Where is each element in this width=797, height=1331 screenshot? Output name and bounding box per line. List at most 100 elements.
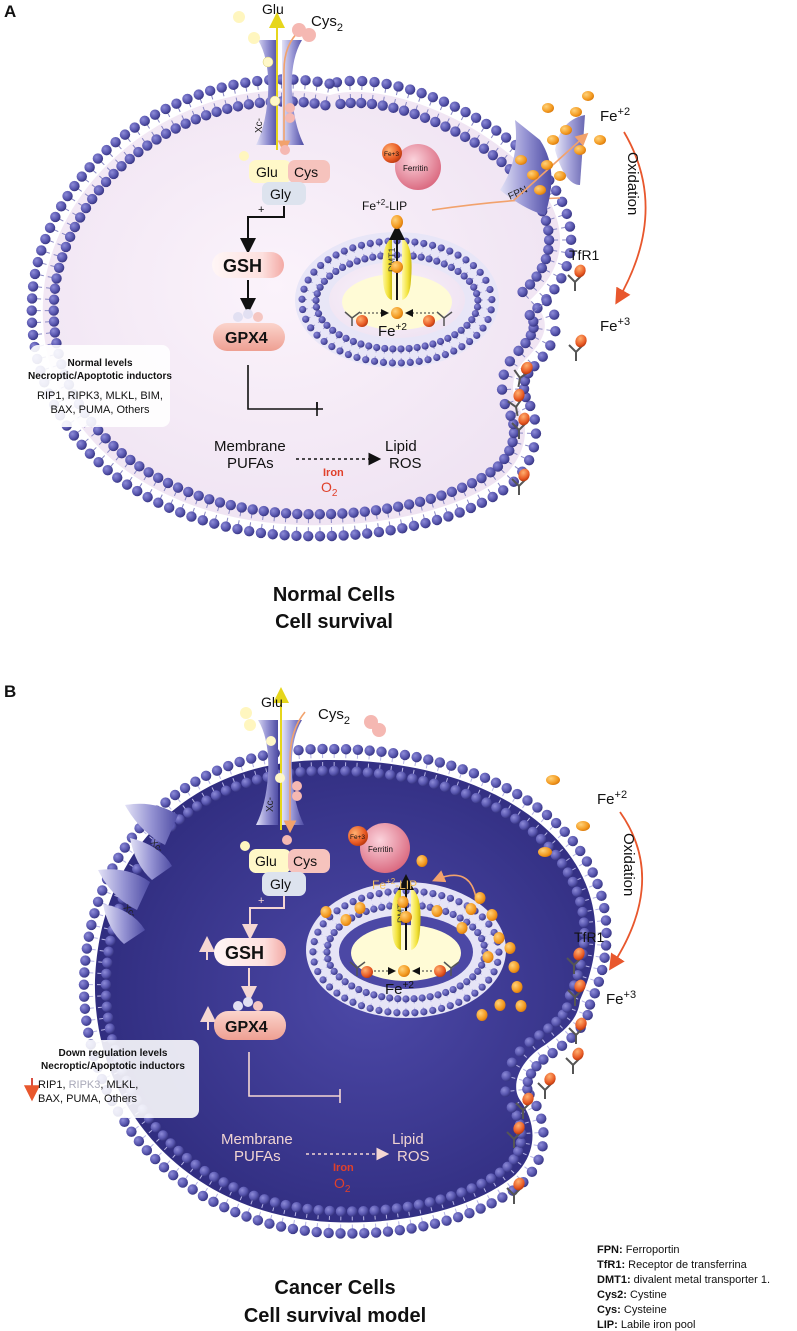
inductors-list-1: RIP1, RIPK3, MLKL, [38,1079,138,1091]
iron-ion [456,922,468,934]
fpn-iron-group [515,91,606,195]
nucleus-iron [391,307,403,319]
gly-box [262,182,306,205]
plus-sign: + [258,204,264,216]
tfr1-label: TfR1 [574,929,605,945]
inductors-subtitle: Necroptic/Apoptotic inductors [41,1061,185,1072]
gpx4-label: GPX4 [225,330,268,347]
gpx4-pill [213,323,285,351]
iron-ion [546,775,560,785]
nucleus-iron [423,315,435,327]
iron-ion [474,892,486,904]
nucleus-iron [356,315,368,327]
tfr1-receptor [566,947,585,974]
glu-box-label: Glu [256,164,278,180]
inductors-list-2: BAX, PUMA, Others [38,1093,138,1105]
xc-label: Xc- [254,118,265,133]
cys-box [288,160,330,183]
xc-transporter-extra: Xc- [125,803,178,880]
iron-ion [515,155,527,165]
o2-label: O2 [321,479,338,499]
gsh-pill [212,252,284,278]
nucleus-core [351,925,461,981]
pufas-label: PUFAs [227,455,274,472]
cys-box [288,849,330,873]
oxidation-label: Oxidation [620,833,637,896]
nucleus-fe-label: Fe+2 [385,980,414,998]
fe3-badge-label: Fe+3 [350,834,365,841]
tfr1-receptor [511,412,530,439]
iron-ion [493,932,505,944]
gsh-label: GSH [225,943,264,963]
fe3-out-label: Fe+3 [600,316,630,335]
iron-ion [547,135,559,145]
lip-label: Fe+2-LIP [372,877,417,892]
iron-ion [576,821,590,831]
nucleus-core [342,274,452,330]
tfr1-receptor [568,1017,587,1044]
lip-iron [391,215,403,229]
iron-ion [554,171,566,181]
abbreviation-legend: FPN: Ferroportin TfR1: Receptor de trans… [597,1244,770,1331]
lip-iron-group [320,855,527,1021]
tfr1-receptor [515,1092,534,1119]
dmt1-transporter: DMT1 [391,874,421,950]
iron-ion [397,896,409,908]
gpx4-label: GPX4 [225,1019,268,1036]
iron-ion [511,981,523,993]
iron-ion [542,103,554,113]
panel-letter: A [4,2,16,21]
tfr1-receptor [567,264,586,291]
inductors-list-2: BAX, PUMA, Others [50,404,150,416]
panel-a: A DMT1 Fe+2 [4,1,647,633]
iron-ion [431,905,443,917]
panel-b: B Xc- Xc- DMT1 [4,682,643,1327]
tfr1-receptor [506,1177,525,1204]
iron-ion [504,942,516,954]
gly-box [262,872,306,896]
iron-ion [320,906,332,918]
glu-box-label: Glu [255,853,277,869]
inhibition-line [248,1052,340,1097]
nucleus-iron [398,965,410,977]
synthesis-arrow [242,896,285,940]
dmt1-label: DMT1 [387,248,397,273]
tfr1-receptor [568,334,587,361]
tfr1-receptor [506,1121,525,1148]
oxidation-arrow [609,811,643,971]
gsh-pill [214,938,286,966]
tfr1-receptor [565,1047,584,1074]
iron-ion [560,125,572,135]
fe2-out-label: Fe+2 [597,789,627,808]
xc-transporter-extra: Xc- [98,869,150,944]
legend-item: TfR1: Receptor de transferrina [597,1259,748,1271]
legend-item: Cys2: Cystine [597,1289,667,1301]
iron-ion [582,91,594,101]
caption-title: Cancer Cells [274,1277,395,1299]
tfr1-receptor [537,1072,556,1099]
iron-ion [465,903,477,915]
legend-item: LIP: Labile iron pool [597,1319,695,1331]
tfr1-receptors [507,264,587,495]
oxidation-arrow [615,131,647,305]
caption-subtitle: Cell survival [275,611,393,633]
iron-label: Iron [323,467,344,479]
iron-ion [515,1000,527,1012]
ferritin-label: Ferritin [368,845,393,854]
lipid-label: Lipid [385,438,417,455]
membrane-label: Membrane [221,1131,293,1148]
iron-label: Iron [333,1162,354,1174]
fe3-badge-label: Fe+3 [384,151,399,158]
iron-ion [482,951,494,963]
ros-label: ROS [389,455,422,472]
cys-box-label: Cys [294,164,318,180]
ferritin-label: Ferritin [403,164,428,173]
o2-label: O2 [334,1175,351,1195]
fe2-out-label: Fe+2 [600,106,630,125]
legend-item: Cys: Cysteine [597,1304,667,1316]
synthesis-arrow [240,206,285,254]
ros-label: ROS [397,1148,430,1165]
pufas-label: PUFAs [234,1148,281,1165]
cys2-label: Cys2 [311,13,343,34]
